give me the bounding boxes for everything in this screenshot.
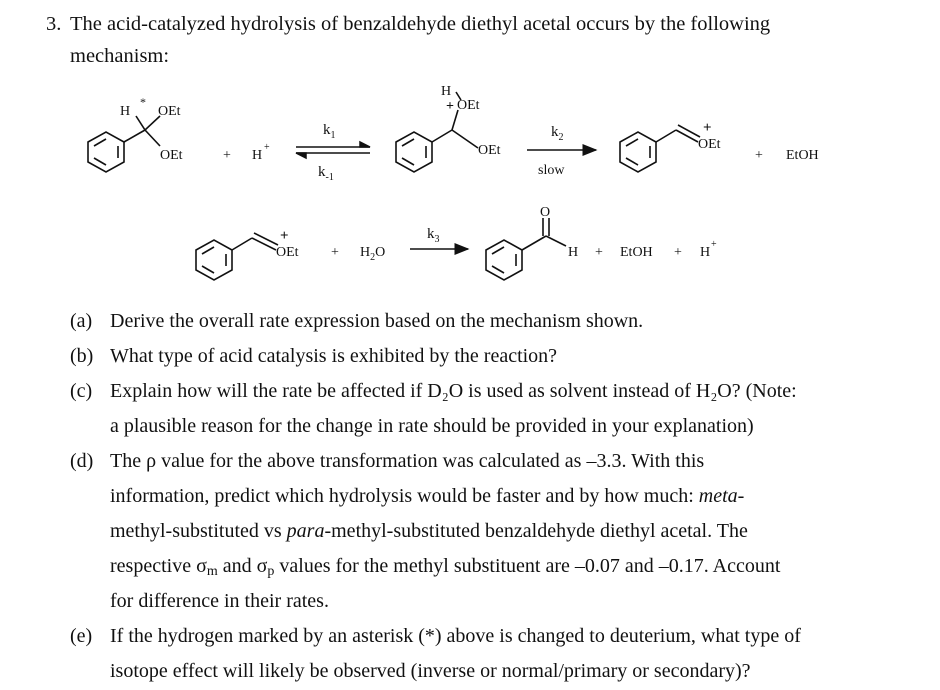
question-stem-line1: The acid-catalyzed hydrolysis of benzald…	[70, 13, 771, 35]
proton-h: H	[252, 148, 262, 163]
benzene-ring-3	[619, 131, 657, 173]
rate-constant-k3: k3	[427, 226, 440, 245]
question-parts: (a) Derive the overall rate expression b…	[70, 304, 930, 689]
oxocarbenium-2-oet: OEt	[276, 245, 299, 260]
oxocarbenium-2-plus: +	[280, 228, 289, 244]
oxocarbenium-structure-1	[619, 124, 701, 173]
part-d: (d) The ρ value for the above transforma…	[70, 444, 930, 619]
aldehyde-hydrogen: H	[568, 245, 578, 260]
proton-h-2: H	[700, 245, 710, 260]
question-number: 3.	[46, 13, 62, 35]
rate-constant-k-minus1: k-1	[318, 164, 334, 183]
acetal-asterisk: *	[140, 95, 146, 109]
plus-sign-5: +	[674, 245, 682, 260]
part-c-line1: Explain how will the rate be affected if…	[110, 380, 797, 402]
part-d-line4: respective σm and σp values for the meth…	[110, 555, 781, 579]
plus-sign-3: +	[331, 245, 339, 260]
acetal-structure	[87, 115, 161, 173]
part-c: (c) Explain how will the rate be affecte…	[70, 374, 930, 444]
part-c-line2: a plausible reason for the change in rat…	[110, 415, 754, 437]
part-e-line1: If the hydrogen marked by an asterisk (*…	[110, 625, 801, 647]
part-d-line1: The ρ value for the above transformation…	[110, 450, 705, 472]
benzene-ring-1	[87, 131, 125, 173]
benzaldehyde-structure	[485, 218, 567, 281]
protonated-plus: +	[446, 99, 454, 114]
benzene-ring-4	[195, 239, 233, 281]
part-e-label: (e)	[70, 625, 93, 647]
plus-sign-1: +	[223, 148, 231, 163]
acetal-oet-top: OEt	[158, 104, 181, 119]
reaction-scheme: H * OEt OEt + H + k1 k-1 H + OEt OEt k2 …	[87, 84, 819, 281]
oxocarbenium-1-plus: +	[703, 120, 712, 136]
benzene-ring-5	[485, 239, 523, 281]
question-stem: 3. The acid-catalyzed hydrolysis of benza…	[46, 8, 770, 72]
oxocarbenium-1-oet: OEt	[698, 137, 721, 152]
water: H2O	[360, 245, 385, 263]
plus-sign-2: +	[755, 148, 763, 163]
part-e: (e) If the hydrogen marked by an asteris…	[70, 619, 930, 689]
part-b-label: (b)	[70, 345, 94, 367]
part-a-text: Derive the overall rate expression based…	[110, 310, 644, 332]
protonated-h-label: H	[441, 84, 451, 99]
part-d-label: (d)	[70, 450, 94, 472]
proton-h-2-charge: +	[711, 239, 717, 250]
protonated-oet-bottom: OEt	[478, 143, 501, 158]
part-a: (a) Derive the overall rate expression b…	[70, 304, 930, 339]
aldehyde-oxygen: O	[540, 205, 550, 220]
plus-sign-4: +	[595, 245, 603, 260]
proton-h-charge: +	[264, 142, 270, 153]
part-e-line2: isotope effect will likely be observed (…	[110, 660, 751, 682]
part-b: (b) What type of acid catalysis is exhib…	[70, 339, 930, 374]
protonated-acetal-structure	[395, 91, 479, 173]
slow-label: slow	[538, 163, 565, 178]
rate-constant-k1: k1	[323, 122, 336, 141]
part-d-line2: information, predict which hydrolysis wo…	[110, 485, 745, 507]
question-stem-line2: mechanism:	[70, 45, 170, 67]
oxocarbenium-structure-2	[195, 232, 279, 281]
ethanol-2: EtOH	[620, 245, 653, 260]
acetal-h-label: H	[120, 104, 130, 119]
part-c-label: (c)	[70, 380, 93, 402]
ethanol-1: EtOH	[786, 148, 819, 163]
protonated-oet-top: OEt	[457, 98, 480, 113]
part-a-label: (a)	[70, 310, 93, 332]
equilibrium-arrows	[295, 140, 371, 160]
part-d-line3: methyl-substituted vs para-methyl-substi…	[110, 520, 748, 542]
acetal-oet-bottom: OEt	[160, 148, 183, 163]
part-d-line5: for difference in their rates.	[110, 590, 329, 612]
benzene-ring-2	[395, 131, 433, 173]
rate-constant-k2: k2	[551, 124, 564, 143]
part-b-text: What type of acid catalysis is exhibited…	[110, 345, 558, 367]
